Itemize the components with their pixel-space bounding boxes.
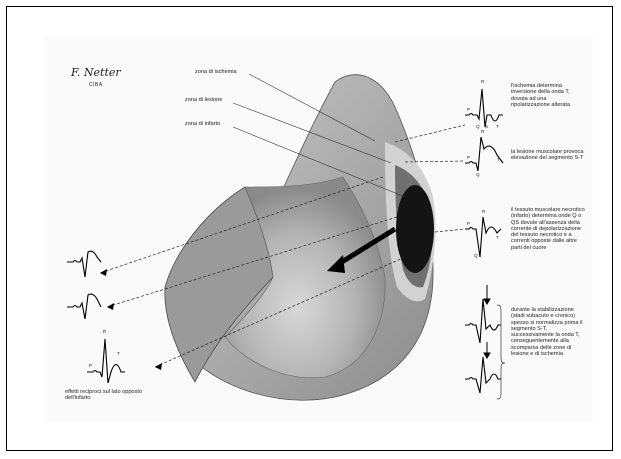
ciba-logo-text: CIBA — [89, 83, 103, 89]
ecg-stabilization-2 — [465, 357, 501, 393]
label-injury-zone: zona di lesione — [185, 97, 222, 103]
ecg-reciprocal-3 — [87, 339, 125, 383]
note-necrosis: il tessuto muscolare necrotico (infarto)… — [511, 207, 585, 251]
wave-q-1: Q — [476, 124, 480, 129]
wave-q-3: Q — [474, 253, 478, 258]
wave-p-3: P — [467, 221, 470, 226]
netter-signature: F. Netter — [71, 67, 121, 79]
ecg-reciprocal-1 — [67, 251, 101, 277]
wave-r-3: R — [482, 209, 485, 214]
wave-q-2: Q — [476, 172, 480, 177]
wave-p-1: P — [467, 107, 470, 112]
diagram-canvas: F. Netter CIBA zona di ischemia zona di … — [45, 37, 593, 421]
note-injury: la lesione muscolare provoca elevazione … — [511, 149, 585, 162]
ecg-ischemia — [465, 89, 503, 127]
note-stabilization: durante la stabilizzazione (stadi subacu… — [511, 307, 585, 357]
reciprocal-arrowheads — [100, 269, 162, 370]
wave-t-3: T — [496, 235, 499, 240]
wave-t-2: T — [497, 157, 500, 162]
label-ischemia-zone: zona di ischemia — [195, 69, 237, 75]
note-reciprocal: effetti reciproci sul lato opposto dell'… — [65, 389, 145, 402]
wave-s-1: S — [485, 124, 488, 129]
infarct-zone — [396, 185, 434, 273]
stabilization-brace — [497, 305, 505, 399]
wave-p-2: P — [467, 155, 470, 160]
wave-r-2: R — [481, 129, 484, 134]
label-infarct-zone: zona di infarto — [185, 121, 220, 127]
wave-r-1: R — [481, 79, 484, 84]
ecg-traces-right — [465, 89, 503, 393]
wave-r-left: R — [103, 329, 106, 334]
ecg-stabilization-1 — [465, 299, 501, 343]
ecg-traces-left — [67, 251, 125, 383]
wave-t-1: T — [496, 124, 499, 129]
ecg-injury — [465, 137, 503, 171]
wave-p-left: P — [89, 363, 92, 368]
wave-t-left: T — [117, 351, 120, 356]
note-ischemia: l'ischemia determina inversione della on… — [511, 83, 585, 108]
slide-frame: F. Netter CIBA zona di ischemia zona di … — [6, 6, 613, 451]
ecg-reciprocal-2 — [67, 294, 101, 319]
